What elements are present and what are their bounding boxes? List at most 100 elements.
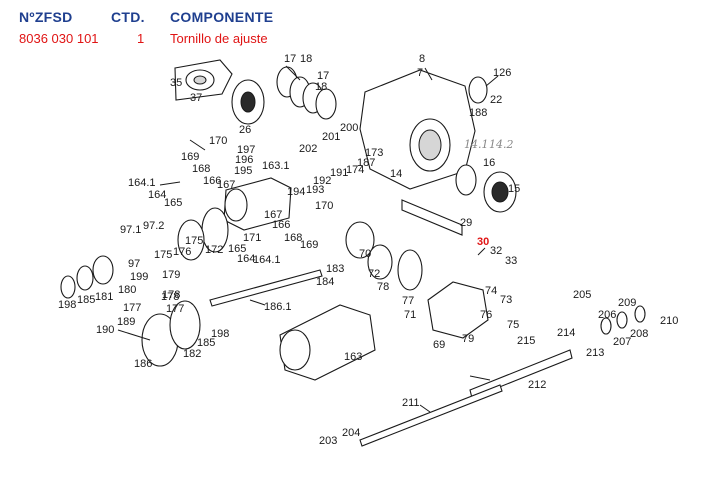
part-label: 7 <box>417 67 423 79</box>
part-label: 179 <box>162 269 180 281</box>
bearing-181-shape <box>92 255 114 285</box>
column-header-component: COMPONENTE <box>170 9 274 25</box>
part-label: 75 <box>507 319 519 331</box>
part-label: 175 <box>154 249 172 261</box>
bearing-15-inner-shape <box>491 181 509 203</box>
ring-78-shape <box>397 249 423 291</box>
part-label: 205 <box>573 289 591 301</box>
part-drawings <box>60 59 646 447</box>
column-header-part-number: NºZFSD <box>19 9 73 25</box>
leader-lines <box>117 65 499 413</box>
part-label: 17 <box>317 70 329 82</box>
part-label: 15 <box>508 183 520 195</box>
part-label: 195 <box>234 165 252 177</box>
shaft-186-1-shape <box>209 269 323 307</box>
part-label: 194 <box>287 186 305 198</box>
part-label: 185 <box>197 337 215 349</box>
part-label: 188 <box>469 107 487 119</box>
part-label: 8 <box>419 53 425 65</box>
part-label: 174 <box>346 164 364 176</box>
part-label: 206 <box>598 309 616 321</box>
bearing-70-shape <box>345 221 375 259</box>
bearing-26-inner-shape <box>240 91 256 113</box>
part-label: 183 <box>326 263 344 275</box>
part-label: 168 <box>192 163 210 175</box>
part-label: 164 <box>148 189 166 201</box>
o-ring-182-shape <box>169 300 201 350</box>
part-label: 191 <box>330 167 348 179</box>
part-label: 173 <box>365 147 383 159</box>
parts-header: NºZFSD CTD. COMPONENTE 8036 030 101 1 To… <box>0 0 720 52</box>
cover-69-shape <box>427 281 489 339</box>
part-label: 178 <box>162 289 180 301</box>
ring-205-shape <box>600 317 612 335</box>
part-label: 97.2 <box>143 220 164 232</box>
part-label: 14 <box>390 168 402 180</box>
part-label: 175 <box>185 235 203 247</box>
part-label: 170 <box>209 135 227 147</box>
part-label: 196 <box>235 154 253 166</box>
part-label: 200 <box>340 122 358 134</box>
ring-185-shape <box>76 265 94 291</box>
part-label: 166 <box>203 175 221 187</box>
part-label: 187 <box>357 157 375 169</box>
part-label: 177 <box>166 303 184 315</box>
part-label: 186 <box>134 358 152 370</box>
part-label: 199 <box>130 271 148 283</box>
part-label: 180 <box>118 284 136 296</box>
part-label: 182 <box>183 348 201 360</box>
part-label: 18 <box>300 53 312 65</box>
part-label: 184 <box>316 276 334 288</box>
yoke-bore-shape <box>193 75 207 85</box>
part-label: 212 <box>528 379 546 391</box>
part-label: 165 <box>164 197 182 209</box>
part-label: 172 <box>205 244 223 256</box>
part-label: 163.1 <box>262 160 290 172</box>
part-label: 78 <box>377 281 389 293</box>
part-label: 181 <box>95 291 113 303</box>
part-label: 170 <box>315 200 333 212</box>
part-label: 214 <box>557 327 575 339</box>
part-label: 168 <box>284 232 302 244</box>
part-label: 33 <box>505 255 517 267</box>
highlighted-part-label[interactable]: 30 <box>477 236 489 248</box>
part-label: 211 <box>402 397 420 409</box>
part-label: 193 <box>306 184 324 196</box>
part-label: 169 <box>300 239 318 251</box>
shaft-29-shape <box>401 199 463 236</box>
part-label: 198 <box>211 328 229 340</box>
part-label: 72 <box>368 268 380 280</box>
part-label: 71 <box>404 309 416 321</box>
part-label: 77 <box>402 295 414 307</box>
part-label: 167 <box>264 209 282 221</box>
part-label: 190 <box>96 324 114 336</box>
ring-206-shape <box>616 311 628 329</box>
part-label: 210 <box>660 315 678 327</box>
part-label: 171 <box>243 232 261 244</box>
part-label: 209 <box>618 297 636 309</box>
part-label: 97.1 <box>120 224 141 236</box>
ring-209-shape <box>634 305 646 323</box>
part-label: 76 <box>480 309 492 321</box>
part-label: 35 <box>170 77 182 89</box>
column-header-quantity: CTD. <box>111 9 145 25</box>
part-label: 208 <box>630 328 648 340</box>
part-label: 126 <box>493 67 511 79</box>
gasket-ring-shape <box>177 219 205 261</box>
ring-16-shape <box>455 164 477 196</box>
component-value: Tornillo de ajuste <box>170 31 268 46</box>
part-label: 177 <box>123 302 141 314</box>
part-label: 17 <box>284 53 296 65</box>
seal-22-shape <box>468 76 488 104</box>
part-label: 215 <box>517 335 535 347</box>
part-label: 79 <box>462 333 474 345</box>
housing-bore-inner-shape <box>418 129 442 161</box>
part-label: 213 <box>586 347 604 359</box>
part-label: 16 <box>483 157 495 169</box>
part-label: 192 <box>313 175 331 187</box>
part-label: 164.1 <box>128 177 156 189</box>
part-label: 166 <box>272 219 290 231</box>
part-label: 73 <box>500 294 512 306</box>
